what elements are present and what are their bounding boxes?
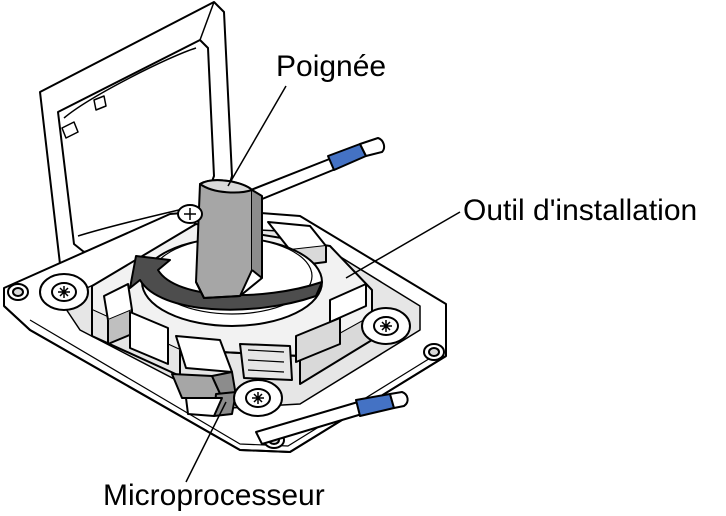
torx-screw-icon [361, 307, 411, 345]
torx-screw-icon [233, 379, 283, 417]
leader-line-installation-tool [345, 211, 461, 279]
tool-handle [195, 179, 263, 299]
microprocessor [171, 371, 237, 417]
callout-installation-tool: Outil d'installation [463, 194, 698, 227]
callout-microprocessor: Microprocesseur [103, 479, 325, 512]
torx-screw-icon [39, 273, 89, 311]
leader-line-microprocessor [185, 401, 227, 483]
callout-handle: Poignée [276, 50, 387, 83]
leader-lines [185, 85, 461, 483]
leader-line-handle [227, 85, 287, 187]
torx-screw-icon [177, 204, 203, 224]
mounting-hole-left [7, 283, 29, 301]
mounting-hole-right [423, 343, 445, 361]
load-plate [39, 1, 233, 291]
lower-socket-lever [255, 391, 409, 445]
